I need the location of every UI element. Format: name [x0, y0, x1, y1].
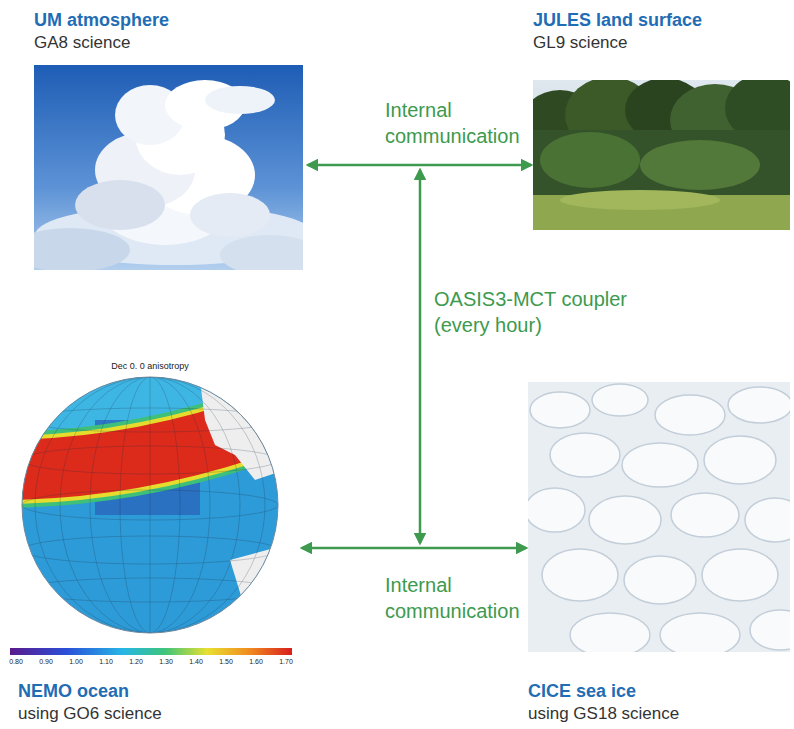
communication-arrow	[308, 164, 531, 167]
plot-title: Dec 0. 0 anisotropy	[111, 362, 189, 371]
colorbar-tick: 1.50	[219, 658, 233, 665]
colorbar-tick: 1.40	[189, 658, 203, 665]
forest-photo	[533, 80, 790, 230]
science-config: using GS18 science	[528, 703, 790, 726]
component-panel: UM atmosphereGA8 science	[34, 8, 306, 270]
colorbar-tick: 1.60	[249, 658, 263, 665]
colorbar-tick: 1.10	[99, 658, 113, 665]
science-config: GL9 science	[533, 32, 790, 55]
colorbar-tick: 0.80	[9, 658, 23, 665]
component-name: CICE sea ice	[528, 679, 790, 703]
component-name: UM atmosphere	[34, 8, 306, 32]
component-panel: CICE sea iceusing GS18 science	[528, 382, 790, 726]
science-config: using GO6 science	[18, 703, 300, 726]
cloud-photo	[34, 65, 303, 270]
component-name: JULES land surface	[533, 8, 790, 32]
connector-label: Internal communication	[385, 97, 535, 149]
ocean-globe	[0, 375, 300, 655]
sea-ice-photo	[528, 382, 790, 652]
component-name: NEMO ocean	[18, 679, 300, 703]
colorbar-tick: 1.00	[69, 658, 83, 665]
science-config: GA8 science	[34, 32, 306, 55]
communication-arrow	[302, 547, 526, 550]
colorbar-tick: 1.30	[159, 658, 173, 665]
colorbar-tick: 1.20	[129, 658, 143, 665]
coupler-arrow	[419, 170, 422, 543]
colorbar-tick: 1.70	[279, 658, 293, 665]
colorbar-tick: 0.90	[39, 658, 53, 665]
component-panel: NEMO oceanusing GO6 science	[18, 372, 300, 726]
component-panel: JULES land surfaceGL9 science	[533, 8, 790, 230]
coupler-label: OASIS3-MCT coupler (every hour)	[434, 286, 634, 338]
connector-label: Internal communication	[385, 572, 535, 624]
